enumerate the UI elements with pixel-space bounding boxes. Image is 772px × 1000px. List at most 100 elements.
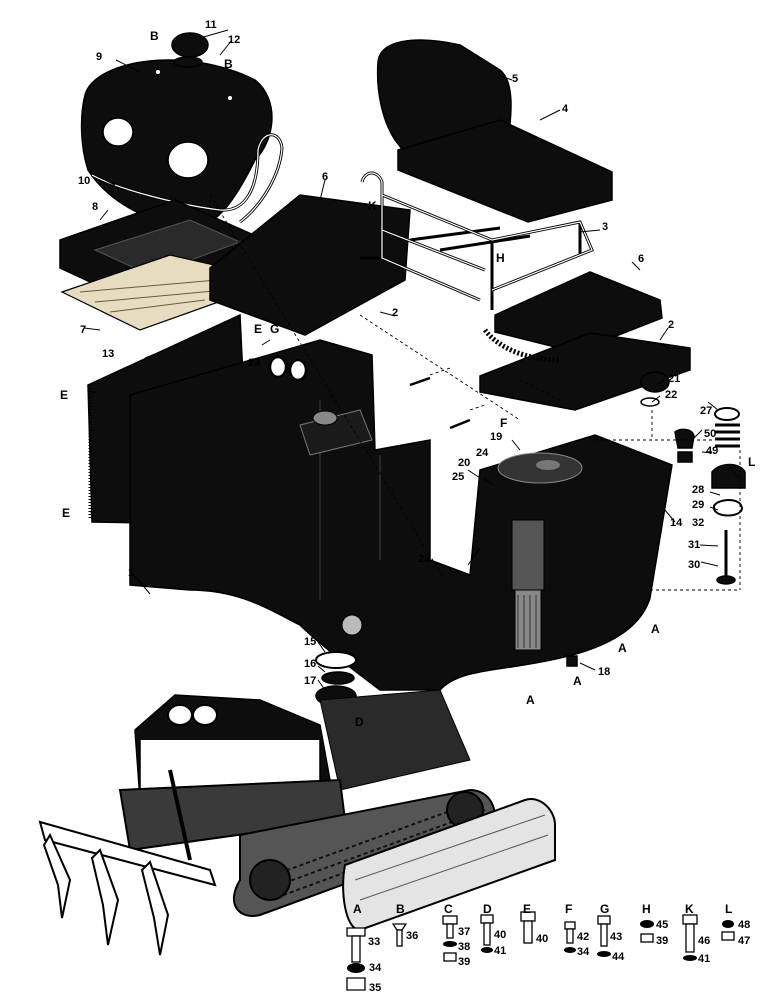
elbow-50 xyxy=(674,428,695,449)
seat-pad-6-left xyxy=(209,194,411,336)
fitting-49 xyxy=(677,451,693,463)
ripper-tooth-3 xyxy=(140,860,170,956)
ref-h: H xyxy=(496,251,505,265)
callout-15: 15 xyxy=(304,636,316,648)
hardware-header-k: K xyxy=(685,902,694,916)
ref-a-2: A xyxy=(618,641,627,655)
callout-40b: 40 xyxy=(536,933,548,945)
callout-1: 1 xyxy=(128,567,134,579)
hardware-header-b: B xyxy=(396,902,405,916)
grommet-23a xyxy=(268,355,288,379)
callout-30: 30 xyxy=(688,559,700,571)
callout-17: 17 xyxy=(304,675,316,687)
gasket-15 xyxy=(315,651,357,669)
callout-39a: 39 xyxy=(458,956,470,968)
callout-5: 5 xyxy=(512,73,518,85)
screw-hole-b-right xyxy=(228,96,232,100)
callout-3: 3 xyxy=(602,221,608,233)
ref-a-4: A xyxy=(526,693,535,707)
hardware-icons xyxy=(346,911,735,991)
callout-34a: 34 xyxy=(369,962,382,974)
seat-assembly xyxy=(376,39,613,223)
hardware-header-h: H xyxy=(642,902,651,916)
callout-14: 14 xyxy=(670,517,683,529)
fuel-cap-11 xyxy=(171,32,209,58)
callout-19: 19 xyxy=(490,431,502,443)
callout-22: 22 xyxy=(665,389,677,401)
ref-e-top: E xyxy=(254,322,262,336)
callout-47: 47 xyxy=(738,935,750,947)
callout-11: 11 xyxy=(205,19,217,31)
hardware-header-c: C xyxy=(444,902,453,916)
callout-28: 28 xyxy=(692,484,704,496)
callout-42: 42 xyxy=(577,931,589,943)
callout-4: 4 xyxy=(562,103,569,115)
grommet-23b xyxy=(288,358,308,382)
hardware-callouts: 33 34 35 36 37 38 39 40 40 41 42 34 43 4… xyxy=(368,428,750,994)
callout-44: 44 xyxy=(612,951,625,963)
callout-23: 23 xyxy=(248,357,260,369)
callout-31: 31 xyxy=(688,539,700,551)
callout-20: 20 xyxy=(458,457,470,469)
main-housing-1 xyxy=(129,339,673,691)
callout-36: 36 xyxy=(406,930,418,942)
callout-2a: 2 xyxy=(392,307,398,319)
plug-21 xyxy=(640,371,670,393)
fuel-tank-assembly xyxy=(80,32,284,227)
tank-opening-right xyxy=(167,141,209,179)
callout-39b: 39 xyxy=(656,935,668,947)
callout-26: 26 xyxy=(418,553,430,565)
callout-6a: 6 xyxy=(322,171,328,183)
valve-30 xyxy=(716,575,736,585)
callout-37: 37 xyxy=(458,926,470,938)
callout-45: 45 xyxy=(656,919,668,931)
callout-48: 48 xyxy=(738,919,750,931)
tank-opening-left xyxy=(102,117,134,147)
ref-a-1: A xyxy=(651,622,660,636)
callout-7: 7 xyxy=(80,324,86,336)
callout-27: 27 xyxy=(700,405,712,417)
ripper-tooth-2 xyxy=(90,848,120,946)
plug-18 xyxy=(566,655,578,667)
callout-50: 50 xyxy=(704,428,716,440)
ref-a-3: A xyxy=(573,674,582,688)
filter-element-25 xyxy=(511,519,545,591)
ref-l: L xyxy=(748,455,755,469)
callout-9: 9 xyxy=(96,51,102,63)
callout-35: 35 xyxy=(369,982,381,994)
callout-41b: 41 xyxy=(698,953,710,965)
callout-18: 18 xyxy=(598,666,610,678)
ref-e-mid: E xyxy=(60,388,68,402)
callout-2b: 2 xyxy=(668,319,674,331)
ref-f: F xyxy=(500,416,507,430)
callout-8: 8 xyxy=(92,201,98,213)
screw-hole-b-left xyxy=(156,70,160,74)
callout-34b: 34 xyxy=(577,946,590,958)
callout-40a: 40 xyxy=(494,929,506,941)
valve-body-29 xyxy=(711,463,746,489)
ref-b-left: B xyxy=(150,29,159,43)
callout-33: 33 xyxy=(368,936,380,948)
hardware-header-a: A xyxy=(353,902,362,916)
seat-pad-6-right xyxy=(494,271,663,353)
crawler-tractor xyxy=(38,689,556,956)
hardware-header-l: L xyxy=(725,902,732,916)
callout-10: 10 xyxy=(78,175,90,187)
cap-gasket-12 xyxy=(173,56,203,68)
callout-43: 43 xyxy=(610,931,622,943)
callout-41a: 41 xyxy=(494,945,506,957)
ref-d: D xyxy=(355,715,364,729)
dozer-blade xyxy=(342,798,556,932)
callout-16: 16 xyxy=(304,658,316,670)
hardware-header-e: E xyxy=(523,902,531,916)
callout-32: 32 xyxy=(692,517,704,529)
view-reference-letters: B B K H E G E E F L A A A A D xyxy=(60,29,755,729)
callout-38: 38 xyxy=(458,941,470,953)
gasket-32 xyxy=(713,499,744,517)
callout-24: 24 xyxy=(476,447,489,459)
flange-16 xyxy=(321,671,355,685)
ripper-frame xyxy=(38,820,217,887)
filter-element-26 xyxy=(514,589,542,651)
seat-frame-3 xyxy=(360,171,594,310)
